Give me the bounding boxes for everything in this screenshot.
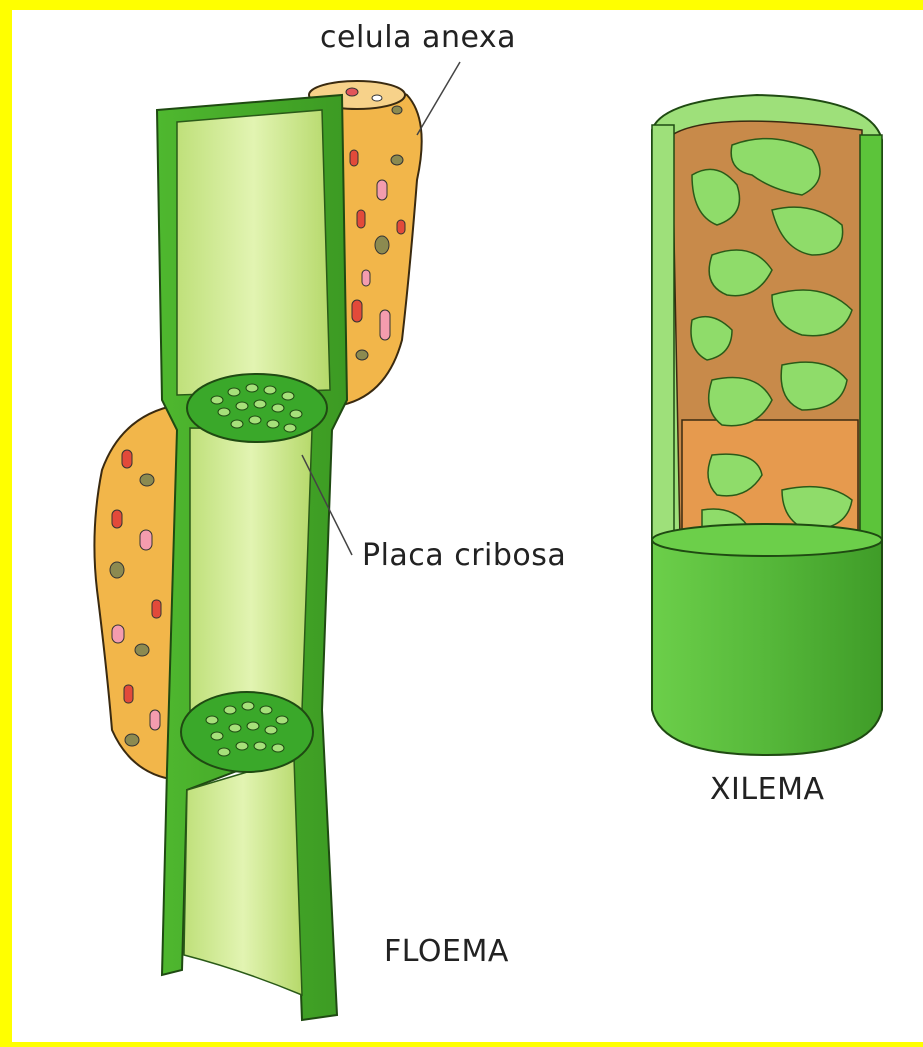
companion-cell-lower (94, 405, 177, 780)
label-sieve-plate: Placa cribosa (362, 538, 566, 573)
xylem-drawing (652, 95, 882, 755)
label-xylem: XILEMA (710, 772, 824, 807)
diagram-canvas: celula anexa Placa cribosa XILEMA FLOEMA (12, 10, 923, 1042)
label-phloem: FLOEMA (384, 934, 509, 969)
xylem-base (652, 540, 882, 755)
label-companion-cell: celula anexa (320, 20, 516, 55)
sieve-tube (157, 95, 347, 1020)
companion-cell-leader (417, 62, 460, 135)
sieve-plate-lower (181, 692, 313, 772)
sieve-plate-upper (187, 374, 327, 442)
illustration (12, 10, 923, 1042)
